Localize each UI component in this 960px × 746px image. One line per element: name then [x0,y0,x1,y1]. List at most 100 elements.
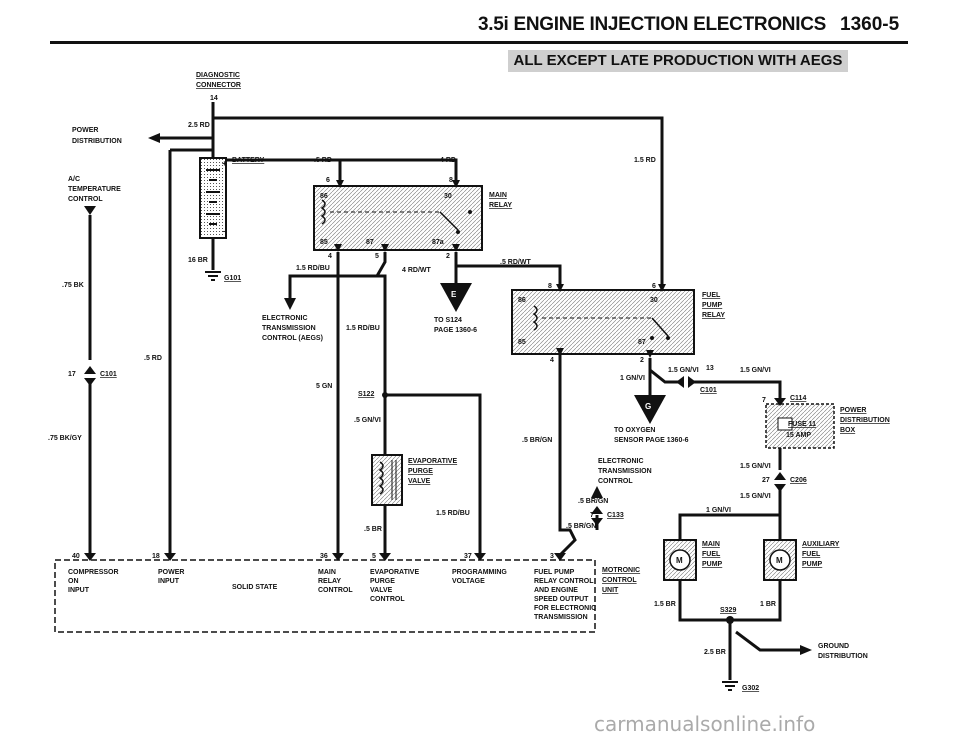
battery-label: BATTERY [232,157,265,164]
wire-1br: 1 BR [760,601,776,608]
ecu-compressor-input-label: COMPRESSOR ON INPUT [68,569,119,594]
ground-distribution-label: GROUND DISTRIBUTION [818,643,868,660]
svg-text:EVAPORATIVE: EVAPORATIVE [370,569,419,576]
svg-text:87: 87 [366,239,374,246]
main-fuel-pump-label: MAIN FUEL PUMP [702,541,723,568]
svg-text:GROUND: GROUND [818,643,849,650]
power-distribution-top-label: POWER DISTRIBUTION [72,127,122,145]
power-distribution-box-label: POWER DISTRIBUTION BOX [840,407,890,434]
svg-text:AUXILIARY: AUXILIARY [802,541,840,548]
svg-text:30: 30 [650,297,658,304]
svg-text:UNIT: UNIT [602,587,619,594]
wire-1.5rd: 1.5 RD [634,157,656,164]
svg-text:ELECTRONIC: ELECTRONIC [598,458,644,465]
wire-.75bkgy: .75 BK/GY [48,435,82,442]
main-fuel-pump: M [663,539,697,581]
svg-text:37: 37 [464,553,472,560]
svg-text:TO S124: TO S124 [434,317,462,324]
svg-text:4: 4 [550,357,554,364]
fuel-pump-relay [511,284,695,358]
ecu-evap-purge-control-label: EVAPORATIVE PURGE VALVE CONTROL [370,569,419,603]
svg-text:TO OXYGEN: TO OXYGEN [614,427,656,434]
svg-text:RELAY CONTROL: RELAY CONTROL [534,578,594,585]
fuse-11-label: FUSE 11 15 AMP [786,421,816,439]
svg-text:ON: ON [68,578,79,585]
to-s124-label: TO S124 PAGE 1360-6 [434,317,477,334]
c114-label: C114 [790,395,806,402]
svg-text:85: 85 [320,239,328,246]
splice-s122 [382,392,388,398]
auxiliary-fuel-pump-label: AUXILIARY FUEL PUMP [802,541,840,568]
wire-1.5gnvi-b: 1.5 GN/VI [740,367,771,374]
svg-text:86: 86 [518,297,526,304]
s329-label: S329 [720,607,736,614]
svg-text:FUSE 11: FUSE 11 [788,421,816,428]
svg-text:POWER: POWER [158,569,184,576]
svg-text:PURGE: PURGE [408,468,433,475]
battery-symbol: + − [199,157,227,239]
svg-text:SENSOR PAGE 1360-6: SENSOR PAGE 1360-6 [614,437,689,444]
etc-arrow-up [591,486,603,498]
svg-text:2: 2 [640,357,644,364]
etc-aegs-label: ELECTRONIC TRANSMISSION CONTROL (AEGS) [262,315,323,342]
svg-text:M: M [676,556,683,565]
svg-text:VOLTAGE: VOLTAGE [452,578,485,585]
evap-purge-valve [371,454,403,506]
svg-text:4: 4 [328,253,332,260]
wire-1.5gnvi-c: 1.5 GN/VI [740,463,771,470]
svg-text:FUEL: FUEL [802,551,821,558]
ground-distribution-arrow [800,645,812,655]
svg-text:85: 85 [518,339,526,346]
wire-1.5rdbu-a: 1.5 RD/BU [296,265,330,272]
page-header: 3.5i ENGINE INJECTION ELECTRONICS 1360-5… [0,0,960,72]
wire-16br: 16 BR [188,257,208,264]
applicability-banner: ALL EXCEPT LATE PRODUCTION WITH AEGS [508,50,848,72]
svg-text:87: 87 [638,339,646,346]
wire-1.5rdbu-c: 1.5 RD/BU [436,510,470,517]
svg-text:3: 3 [550,553,554,560]
ecu-main-relay-control-label: MAIN RELAY CONTROL [318,569,353,594]
svg-text:PAGE 1360-6: PAGE 1360-6 [434,327,477,334]
wire-.5rd-b: .5 RD [144,355,162,362]
pin-7-a: 7 [762,397,766,404]
svg-text:6: 6 [326,177,330,184]
svg-text:CONTROL: CONTROL [370,596,405,603]
pin-7-b: 7 [590,512,594,519]
svg-text:ELECTRONIC: ELECTRONIC [262,315,308,322]
svg-text:PUMP: PUMP [702,302,723,309]
to-oxygen-sensor-label: TO OXYGEN SENSOR PAGE 1360-6 [614,427,689,444]
ground-g101-symbol [205,271,221,281]
g101-label: G101 [224,275,241,282]
svg-text:CONTROL: CONTROL [602,577,637,584]
c133-label: C133 [607,512,624,519]
svg-text:TRANSMISSION: TRANSMISSION [262,325,316,332]
svg-text:87a: 87a [432,239,444,246]
svg-text:CONTROL: CONTROL [598,478,633,485]
svg-text:MAIN: MAIN [318,569,336,576]
wire-1.5gnvi-d: 1.5 GN/VI [740,493,771,500]
wire-.5gnvi: .5 GN/VI [354,417,381,424]
svg-text:SPEED OUTPUT: SPEED OUTPUT [534,596,589,603]
ecu-programming-voltage-label: PROGRAMMING VOLTAGE [452,569,507,585]
svg-text:A/C: A/C [68,176,80,183]
ecu-pins: 40 18 36 5 37 3 [72,553,554,560]
diagnostic-connector-label: DIAGNOSTIC CONNECTOR 14 [196,72,241,102]
wire-.75bk: .75 BK [62,282,84,289]
c206-label: C206 [790,477,807,484]
svg-text:INPUT: INPUT [68,587,90,594]
svg-text:VALVE: VALVE [370,587,393,594]
wire-.5br: .5 BR [364,526,382,533]
wire-1gnvi-b: 1 GN/VI [706,507,731,514]
svg-text:TEMPERATURE: TEMPERATURE [68,186,121,193]
svg-text:CONTROL: CONTROL [68,196,103,203]
main-relay [313,180,483,252]
pin-13: 13 [706,365,714,372]
ecu-solid-state-label: SOLID STATE [232,584,278,591]
splice-s329 [726,616,734,624]
wire-2.5rd-top: 2.5 RD [188,122,210,129]
main-relay-label: MAIN RELAY [489,192,512,209]
svg-text:M: M [776,556,783,565]
c101-label-b: C101 [700,387,717,394]
svg-text:PROGRAMMING: PROGRAMMING [452,569,507,576]
